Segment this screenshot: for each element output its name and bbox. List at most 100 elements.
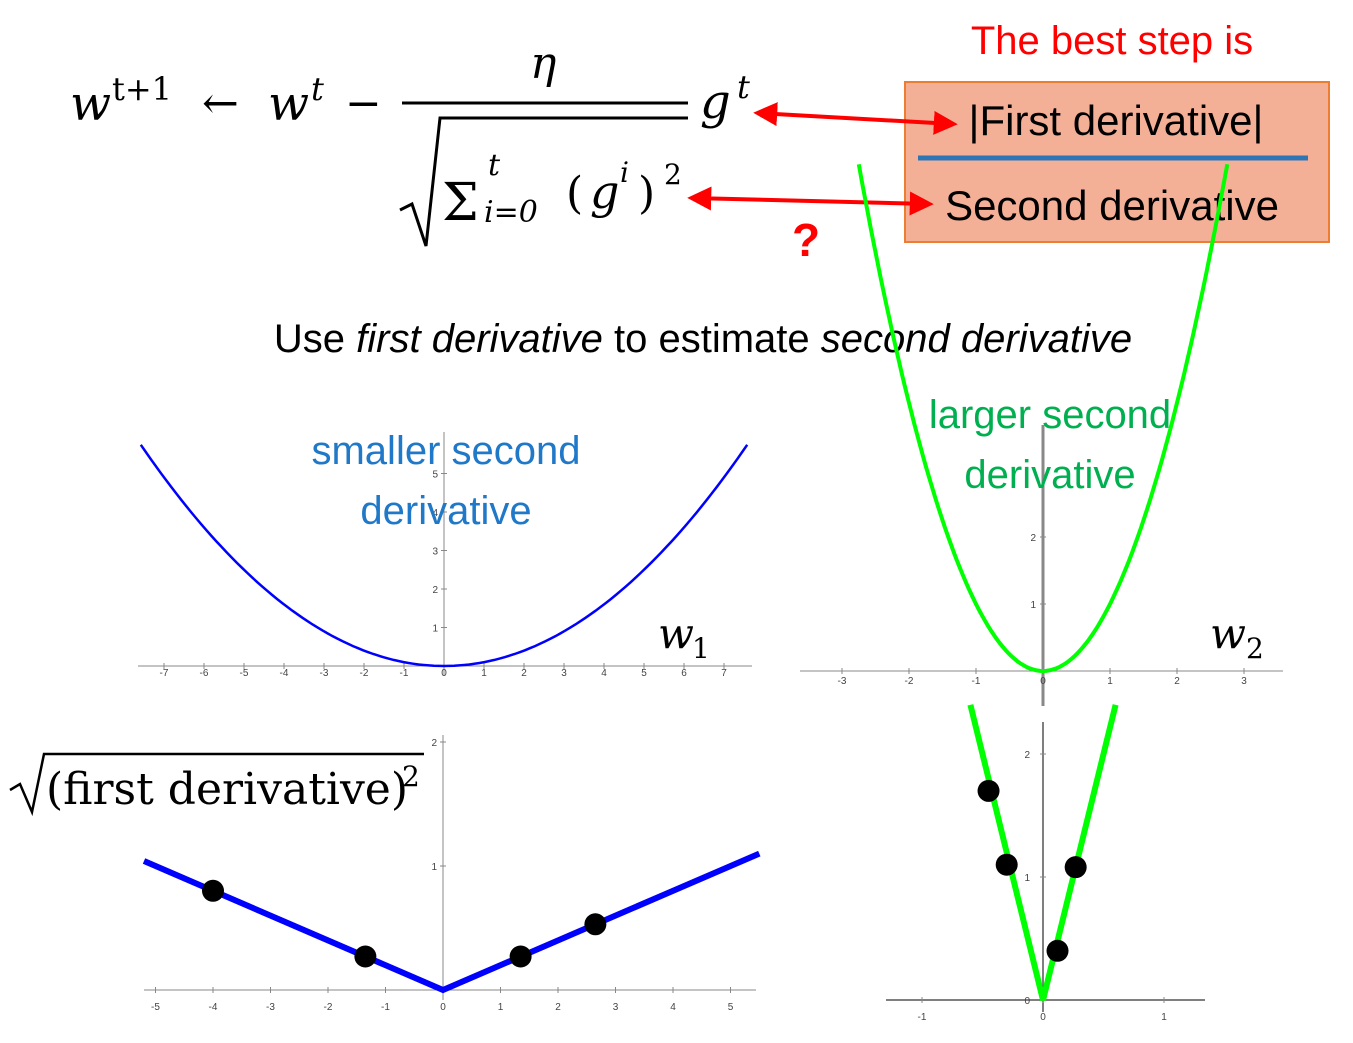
formula-paren-close: ) [638,168,655,219]
first-derivative-label: |First derivative| [969,97,1264,144]
tl-y-tick-label: 4 [432,508,438,519]
formula-grad-g: g [700,74,731,130]
tl-x-tick-label: -4 [280,668,289,679]
tr-parabola-curve [856,163,1230,674]
bl-x-tick-label: 4 [670,1002,676,1013]
bl-x-tick-label: 2 [555,1002,561,1013]
tr-label-line2: derivative [964,453,1135,497]
tl-label-line1: smaller second [311,429,580,473]
br-dots [977,779,1087,962]
formula-denom-g-sup: i [620,156,629,189]
bl-dots [202,879,607,968]
bl-data-point [584,913,607,936]
br-data-point [977,779,1000,802]
best-step-annotation: The best step is |First derivative| Seco… [904,19,1330,243]
best-step-box [904,81,1330,243]
caption-part3: to estimate [603,317,821,361]
bl-x-tick-label: 5 [728,1002,734,1013]
caption-part2: first derivative [356,317,603,361]
tr-label-line1: larger second [929,393,1171,437]
formula-lhs-w: w [70,76,111,132]
bl-y-tick-label: 1 [431,862,437,873]
numerator-arrow [753,102,958,135]
tr-y-tick-label: 1 [1030,600,1036,611]
tl-label-line2: derivative [360,489,531,533]
formula-sum-sup: t [488,148,501,183]
bl-x-tick-label: 0 [440,1002,446,1013]
bl-x-tick-label: 3 [613,1002,619,1013]
caption-part4: second derivative [821,317,1132,361]
formula-arrow: ← [202,78,239,129]
tl-y-tick-label: 5 [432,470,438,481]
tr-x-tick-label: 3 [1241,676,1247,687]
br-y-tick-label: 2 [1024,750,1030,761]
formula-rhs-w: w [268,76,309,132]
sqrt-sign [399,116,688,247]
tl-x-tick-label: -6 [200,668,209,679]
caption: Use first derivative to estimate second … [274,317,1132,361]
bl-data-point [354,945,377,968]
tr-x-tick-label: 0 [1040,676,1046,687]
formula-eta: η [530,38,556,89]
bl-data-point [509,945,532,968]
tl-x-tick-label: 4 [601,668,607,679]
tl-parabola-curve [139,444,749,668]
tr-x-tick-label: 1 [1107,676,1113,687]
tl-x-tick-label: 6 [681,668,687,679]
tr-ticks: -3 -2 -1 0 1 2 3 1 2 [838,533,1248,687]
br-data-point [1046,939,1069,962]
br-y-tick-label: 1 [1024,873,1030,884]
br-y-tick-label: 0 [1024,996,1030,1007]
formula-sum-sub: i=0 [484,195,538,230]
formula-rhs-sup: t [311,70,324,108]
tl-x-tick-label: -3 [320,668,329,679]
bl-y-tick-label: 2 [431,738,437,749]
bl-x-tick-label: -2 [324,1002,333,1013]
tl-x-tick-label: 2 [521,668,527,679]
question-mark: ? [792,214,820,266]
tr-var: w [1210,609,1246,658]
tl-x-tick-label: -5 [240,668,249,679]
br-x-tick-label: 0 [1040,1012,1046,1023]
bl-x-tick-label: -3 [266,1002,275,1013]
formula-denom-power: 2 [664,158,682,191]
bl-expr-power: 2 [402,760,420,793]
formula-paren-open: ( [566,168,583,219]
formula-minus: − [345,78,382,129]
tr-x-tick-label: -1 [972,676,981,687]
tr-y-tick-label: 2 [1030,533,1036,544]
caption-part1: Use [274,317,356,361]
br-data-point [995,853,1018,876]
best-step-heading: The best step is [971,19,1253,63]
tl-x-tick-label: 3 [561,668,567,679]
tr-x-tick-label: -3 [838,676,847,687]
tl-y-tick-label: 1 [432,624,438,635]
update-formula: w t+1 ← w t − η Σ t i=0 ( g i ) 2 g t [70,38,750,247]
tl-y-tick-label: 3 [432,547,438,558]
tl-x-tick-label: 1 [481,668,487,679]
bl-x-tick-label: -1 [381,1002,390,1013]
br-data-point [1064,856,1087,879]
tl-var: w [658,609,694,658]
tl-x-tick-label: -1 [400,668,409,679]
formula-grad-sup: t [737,68,750,106]
bl-x-tick-label: 1 [498,1002,504,1013]
br-x-tick-label: 1 [1161,1012,1167,1023]
tr-x-tick-label: -2 [905,676,914,687]
denominator-arrow [687,186,934,216]
tr-x-tick-label: 2 [1174,676,1180,687]
tl-x-tick-label: 0 [441,668,447,679]
formula-lhs-sup: t+1 [112,70,172,108]
bl-expr: (first derivative) [46,764,408,815]
br-abs-curve [967,704,1119,1001]
formula-denom-g: g [590,165,619,219]
bl-data-point [202,879,224,902]
tl-var-sub: 1 [692,632,710,665]
tl-x-tick-label: -7 [160,668,169,679]
